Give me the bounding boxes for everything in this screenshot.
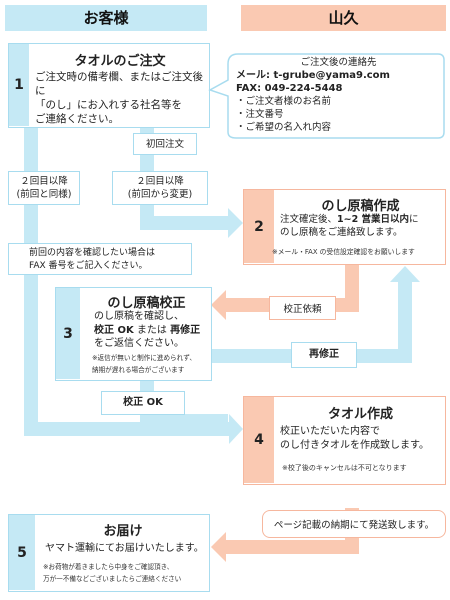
repeat-same-line: (前回と同様) <box>16 189 72 200</box>
fax-note-line: 前回の内容を確認したい場合は <box>29 248 156 258</box>
step3-line3: をご返信ください。 <box>94 338 184 349</box>
step2-body: 注文確定後、1~2 営業日以内に のし原稿をご連絡致します。 <box>280 213 447 239</box>
contact-title: ご注文後の連絡先 <box>300 57 377 68</box>
step3-note-line: ※返信が無いと制作に進められず、 <box>92 354 196 362</box>
repeat-change-line: (前回から変更) <box>127 189 193 200</box>
repeat-same-line: ２回目以降 <box>20 176 68 187</box>
step2-title: のし原稿作成 <box>321 199 400 214</box>
flow-arrowhead-step4-left <box>229 414 243 444</box>
step2-box: 2 のし原稿作成 注文確定後、1~2 営業日以内に のし原稿をご連絡致します。 … <box>243 189 446 265</box>
proof-ok-label: 校正 OK <box>101 391 185 415</box>
fax-note-box: 前回の内容を確認したい場合は FAX 番号をご記入ください。 <box>8 243 192 275</box>
flow-center-to-step2 <box>140 216 228 230</box>
step3-title: のし原稿校正 <box>107 296 186 311</box>
flow-arrowhead-step2 <box>228 208 243 238</box>
step3-revise-text: 再修正 <box>170 324 201 336</box>
step1-title: タオルのご注文 <box>74 54 166 69</box>
repeat-change-line: ２回目以降 <box>136 176 184 187</box>
step3-line1: のし原稿を確認し、 <box>94 311 184 322</box>
company-column-header: 山久 <box>241 5 446 31</box>
step1-body: ご注文時の備考欄、またはご注文後に 「のし」にお入れする社名等を ご連絡ください… <box>35 70 213 126</box>
step3-number: 3 <box>56 288 80 379</box>
step3-note-line: 納期が遅れる場合がございます <box>92 366 185 374</box>
step2-note: ※メール・FAX の受信設定確認をお願いします <box>272 248 415 256</box>
step3-box: 3 のし原稿校正 のし原稿を確認し、 校正 OK または 再修正 をご返信くださ… <box>55 287 212 381</box>
step3-or-text: または <box>133 324 171 336</box>
step5-box: 5 お届け ヤマト運輸にてお届けいたします。 ※お荷物が着きましたら中身をご確認… <box>8 514 210 592</box>
first-order-label: 初回注文 <box>133 133 197 155</box>
step4-box: 4 タオル作成 校正いただいた内容で のし付きタオルを作成致します。 ※校了後の… <box>243 396 446 485</box>
step2-line1-bold: 1~2 営業日以内 <box>337 214 410 225</box>
flow-arrowhead-revision <box>390 266 420 282</box>
flow-step3-right <box>140 414 228 428</box>
step5-note-line: ※お荷物が着きましたら中身をご確認頂き、 <box>43 563 174 571</box>
step1-body-line: ご連絡ください。 <box>35 113 119 125</box>
contact-fax: FAX: 049-224-5448 <box>236 83 343 94</box>
step3-body: のし原稿を確認し、 校正 OK または 再修正 をご返信ください。 <box>94 310 212 351</box>
proof-request-label: 校正依頼 <box>269 296 336 320</box>
step4-line1: 校正いただいた内容で <box>280 426 380 437</box>
step5-body: ヤマト運輸にてお届けいたします。 <box>45 543 204 554</box>
step5-title: お届け <box>103 524 143 539</box>
step3-note: ※返信が無いと制作に進められず、 納期が遅れる場合がございます <box>92 352 212 376</box>
revision-label: 再修正 <box>291 342 357 368</box>
flow-arrowhead-step3 <box>211 290 226 320</box>
repeat-change-label: ２回目以降 (前回から変更) <box>112 171 208 205</box>
flow-arrowhead-step5 <box>211 532 226 562</box>
step2-line2: のし原稿をご連絡致します。 <box>280 227 403 238</box>
shipping-note: ページ記載の納期にて発送致します。 <box>262 510 446 538</box>
repeat-same-label: ２回目以降 (前回と同様) <box>8 171 80 205</box>
step5-note: ※お荷物が着きましたら中身をご確認頂き、 万が一不備などございましたらご連絡くだ… <box>43 561 209 585</box>
step4-body: 校正いただいた内容で のし付きタオルを作成致します。 <box>280 425 447 452</box>
flow-ship-h <box>226 540 359 554</box>
contact-callout-bubble <box>208 53 445 139</box>
step1-box: 1 タオルのご注文 ご注文時の備考欄、またはご注文後に 「のし」にお入れする社名… <box>8 43 210 128</box>
step1-body-line: 「のし」にお入れする社名等を <box>35 99 182 111</box>
customer-column-header: お客様 <box>5 5 207 31</box>
step4-number: 4 <box>244 397 274 483</box>
step1-number: 1 <box>9 44 29 126</box>
step4-note: ※校了後のキャンセルは不可となります <box>282 464 407 472</box>
step2-line1-pre: 注文確定後、 <box>280 214 338 225</box>
contact-mail[interactable]: メール: t-grube@yama9.com <box>236 70 390 81</box>
step4-line2: のし付きタオルを作成致します。 <box>280 439 429 451</box>
contact-item: ・ご注文者様のお名前 <box>236 96 332 107</box>
step1-body-line: ご注文時の備考欄、またはご注文後に <box>35 71 203 97</box>
contact-item: ・注文番号 <box>236 109 284 120</box>
step3-ok-text: 校正 OK <box>94 324 134 336</box>
contact-info: ご注文後の連絡先 メール: t-grube@yama9.com FAX: 049… <box>236 56 441 134</box>
fax-note-line: FAX 番号をご記入ください。 <box>29 261 148 271</box>
step4-title: タオル作成 <box>327 407 393 422</box>
step5-note-line: 万が一不備などございましたらご連絡ください <box>43 575 182 583</box>
step2-line1-post: に <box>409 214 419 225</box>
contact-item: ・ご希望の名入れ内容 <box>236 122 332 133</box>
step5-number: 5 <box>9 515 35 590</box>
flow-revision-v <box>398 280 412 363</box>
step2-number: 2 <box>244 190 274 263</box>
